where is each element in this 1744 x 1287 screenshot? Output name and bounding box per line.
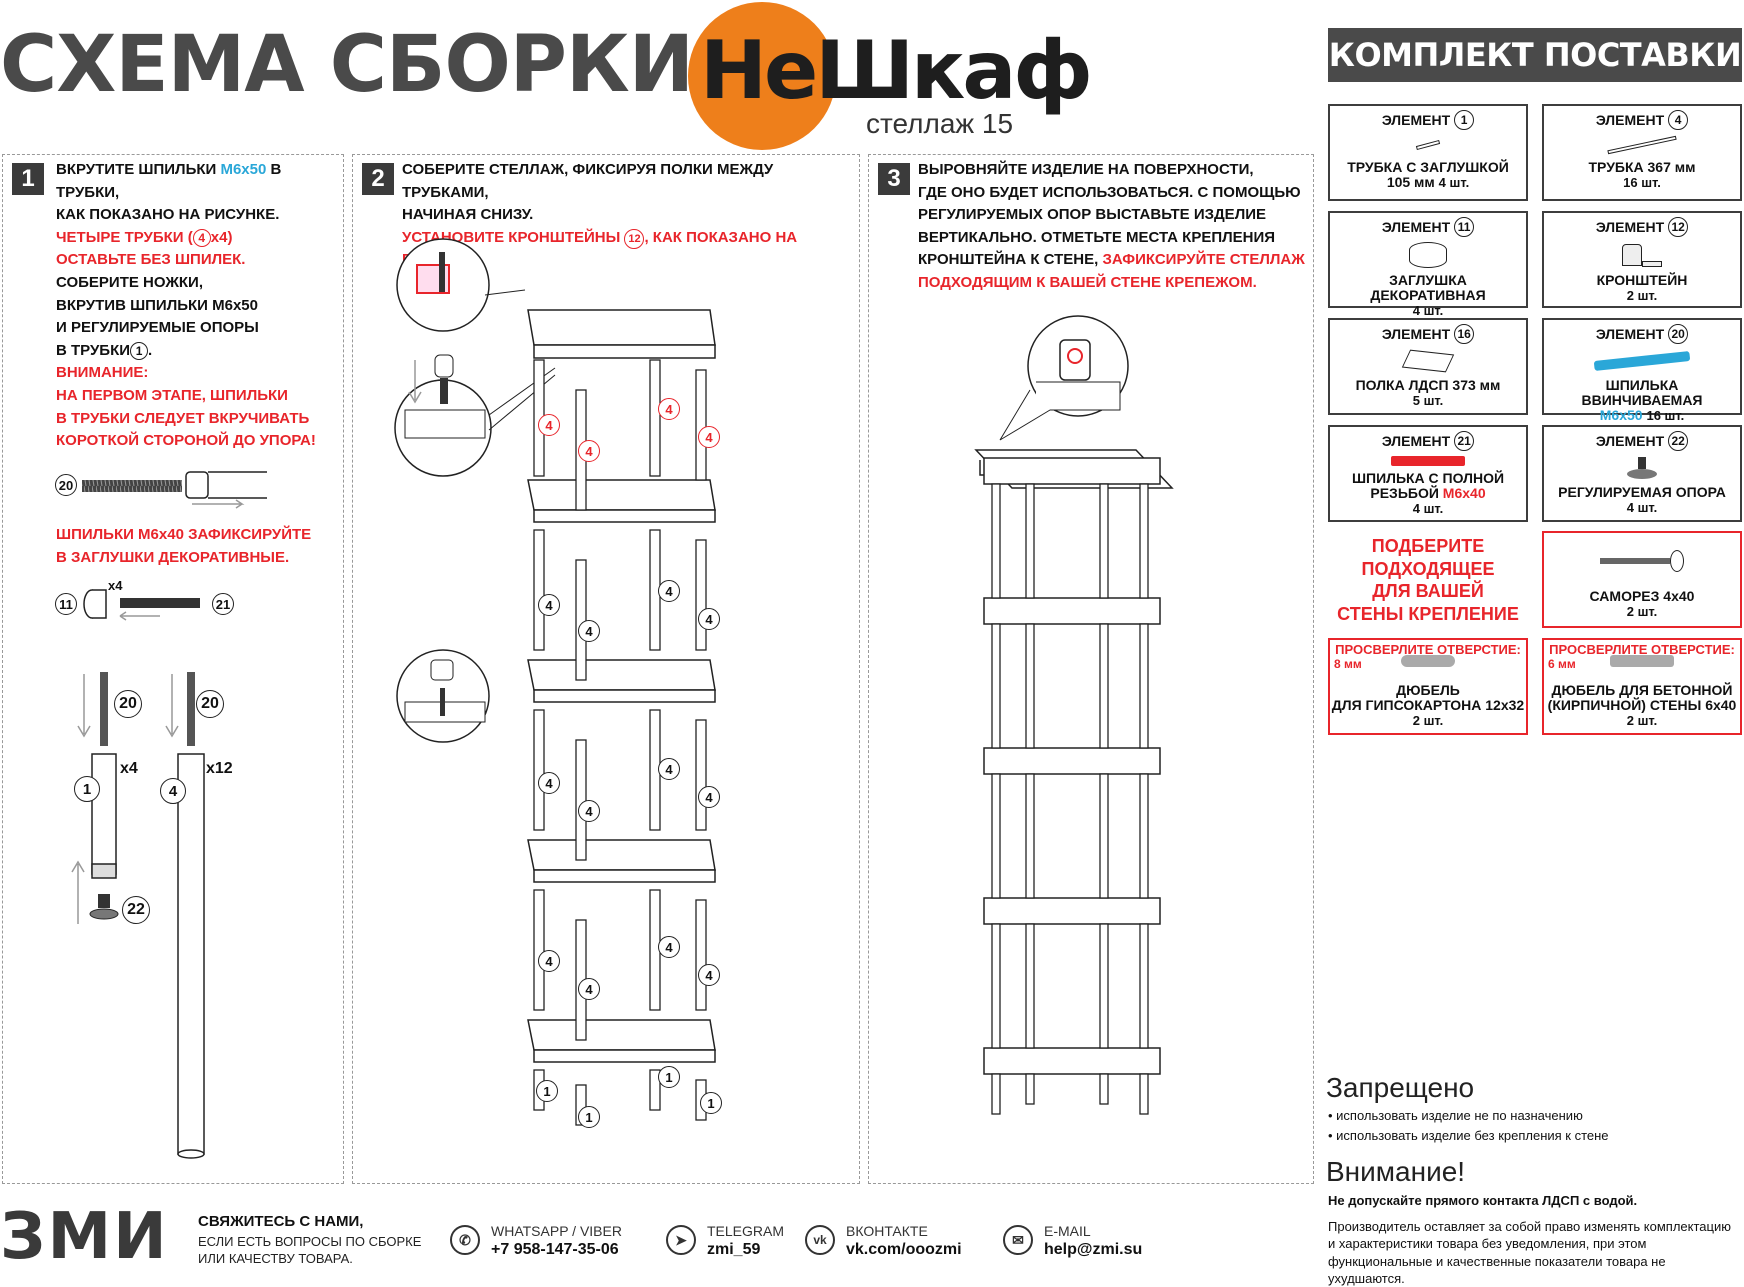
element-4-marker: 4 xyxy=(160,778,186,804)
concrete-dowel-icon xyxy=(1544,655,1740,683)
decorative-cap-icon xyxy=(1330,237,1526,273)
screw-icon xyxy=(1544,533,1740,589)
email-address[interactable]: help@zmi.su xyxy=(1044,1241,1143,1258)
tube-4-marker: 4 xyxy=(698,786,720,808)
drywall-dowel-icon xyxy=(1330,655,1526,683)
whatsapp-number[interactable]: +7 958-147-35-06 xyxy=(491,1241,619,1258)
email-icon[interactable]: ✉ xyxy=(1003,1225,1033,1255)
tube-4-marker: 4 xyxy=(698,964,720,986)
whatsapp-icon[interactable]: ✆ xyxy=(450,1225,480,1255)
tube-4-marker: 4 xyxy=(658,398,680,420)
contact-title: СВЯЖИТЕСЬ С НАМИ, xyxy=(198,1213,364,1230)
telegram-label: TELEGRAM xyxy=(707,1223,785,1239)
element-20-marker: 20 xyxy=(196,690,224,718)
tube-4-marker: 4 xyxy=(658,580,680,602)
attention-disclaimer: Производитель оставляет за собой право и… xyxy=(1328,1219,1731,1286)
telegram-handle[interactable]: zmi_59 xyxy=(707,1241,761,1258)
step3-number: 3 xyxy=(878,163,910,195)
page-title: СХЕМА СБОРКИ xyxy=(0,20,694,110)
vk-label: ВКОНТАКТЕ xyxy=(846,1223,928,1239)
quantity-x4-label: х4 xyxy=(108,578,123,593)
tube-4-marker: 4 xyxy=(658,936,680,958)
step2-panel xyxy=(352,154,860,1184)
step1-number: 1 xyxy=(12,163,44,195)
tube-4-marker: 4 xyxy=(538,414,560,436)
adjustable-foot-icon xyxy=(1544,451,1740,485)
tube-4-marker: 4 xyxy=(698,426,720,448)
step1-fix-instructions: ШПИЛЬКИ М6х40 ЗАФИКСИРУЙТЕ В ЗАГЛУШКИ ДЕ… xyxy=(56,526,312,566)
step3-instructions: ВЫРОВНЯЙТЕ ИЗДЕЛИЕ НА ПОВЕРХНОСТИ, ГДЕ О… xyxy=(918,161,1305,291)
leg-1-marker: 1 xyxy=(536,1080,558,1102)
tube-icon xyxy=(1544,130,1740,160)
step1-panel xyxy=(2,154,344,1184)
full-thread-stud-icon xyxy=(1330,451,1526,471)
quantity-x4-label: х4 xyxy=(120,760,138,777)
shelf-icon xyxy=(1330,344,1526,378)
cap-and-stud-illustration xyxy=(83,589,200,621)
vk-link[interactable]: vk.com/ooozmi xyxy=(846,1241,962,1258)
kit-item-concrete-dowel: ПРОСВЕРЛИТЕ ОТВЕРСТИЕ: 6 мм ДЮБЕЛЬ ДЛЯ Б… xyxy=(1542,638,1742,735)
quantity-x12-label: х12 xyxy=(206,760,233,777)
tube-4-marker: 4 xyxy=(658,758,680,780)
screw-in-stud-icon xyxy=(1544,344,1740,378)
element-20-marker: 20 xyxy=(114,690,142,718)
kit-header: КОМПЛЕКТ ПОСТАВКИ xyxy=(1328,28,1742,82)
leg-assembly-illustration xyxy=(71,672,205,1159)
exploded-assembly-illustration xyxy=(394,238,556,743)
stud-into-tube-illustration xyxy=(82,471,267,509)
forbidden-title: Запрещено xyxy=(1326,1072,1475,1103)
bracket-icon xyxy=(1544,237,1740,273)
element-20-marker: 20 xyxy=(55,474,77,496)
kit-item-screw: САМОРЕЗ 4х40 2 шт. xyxy=(1542,531,1742,628)
leg-1-marker: 1 xyxy=(658,1066,680,1088)
tube-4-marker: 4 xyxy=(538,772,560,794)
step3-panel xyxy=(868,154,1314,1184)
assembled-rack-illustration xyxy=(974,315,1174,1115)
email-label: E-MAIL xyxy=(1044,1223,1091,1239)
product-model: стеллаж 15 xyxy=(866,108,1014,139)
whatsapp-label: WHATSAPP / VIBER xyxy=(491,1223,622,1239)
step2-number: 2 xyxy=(362,163,394,195)
vk-icon[interactable]: vk xyxy=(805,1225,835,1255)
leg-1-marker: 1 xyxy=(578,1106,600,1128)
telegram-icon[interactable]: ➤ xyxy=(666,1225,696,1255)
leg-1-marker: 1 xyxy=(700,1092,722,1114)
element-1-marker: 1 xyxy=(74,776,100,802)
tube-4-marker: 4 xyxy=(578,800,600,822)
element-11-marker: 11 xyxy=(55,593,77,615)
company-logo: ЗМИ xyxy=(0,1200,169,1274)
tube-with-cap-icon xyxy=(1330,130,1526,160)
forbidden-item: • использовать изделие не по назначению xyxy=(1328,1108,1583,1123)
choose-fasteners-note: ПОДБЕРИТЕ ПОДХОДЯЩЕЕ ДЛЯ ВАШЕЙ СТЕНЫ КРЕ… xyxy=(1337,536,1519,624)
tube-4-marker: 4 xyxy=(538,950,560,972)
kit-item-drywall-dowel: ПРОСВЕРЛИТЕ ОТВЕРСТИЕ: 8 мм ДЮБЕЛЬ ДЛЯ Г… xyxy=(1328,638,1528,735)
tube-4-marker: 4 xyxy=(578,620,600,642)
brand-name: НеШкаф xyxy=(700,24,1093,117)
tube-4-marker: 4 xyxy=(698,608,720,630)
attention-title: Внимание! xyxy=(1326,1156,1466,1187)
step1-instructions: ВКРУТИТЕ ШПИЛЬКИ М6х50 В ТРУБКИ, КАК ПОК… xyxy=(56,161,316,450)
tube-4-marker: 4 xyxy=(578,440,600,462)
forbidden-item: • использовать изделие без крепления к с… xyxy=(1328,1128,1609,1143)
tube-4-marker: 4 xyxy=(578,978,600,1000)
attention-warning: Не допускайте прямого контакта ЛДСП с во… xyxy=(1328,1193,1638,1208)
brand-logo-circle xyxy=(688,2,836,150)
element-21-marker: 21 xyxy=(212,593,234,615)
element-22-marker: 22 xyxy=(122,896,150,924)
tube-4-marker: 4 xyxy=(538,594,560,616)
contact-subtitle: ЕСЛИ ЕСТЬ ВОПРОСЫ ПО СБОРКЕ ИЛИ КАЧЕСТВУ… xyxy=(198,1234,422,1266)
